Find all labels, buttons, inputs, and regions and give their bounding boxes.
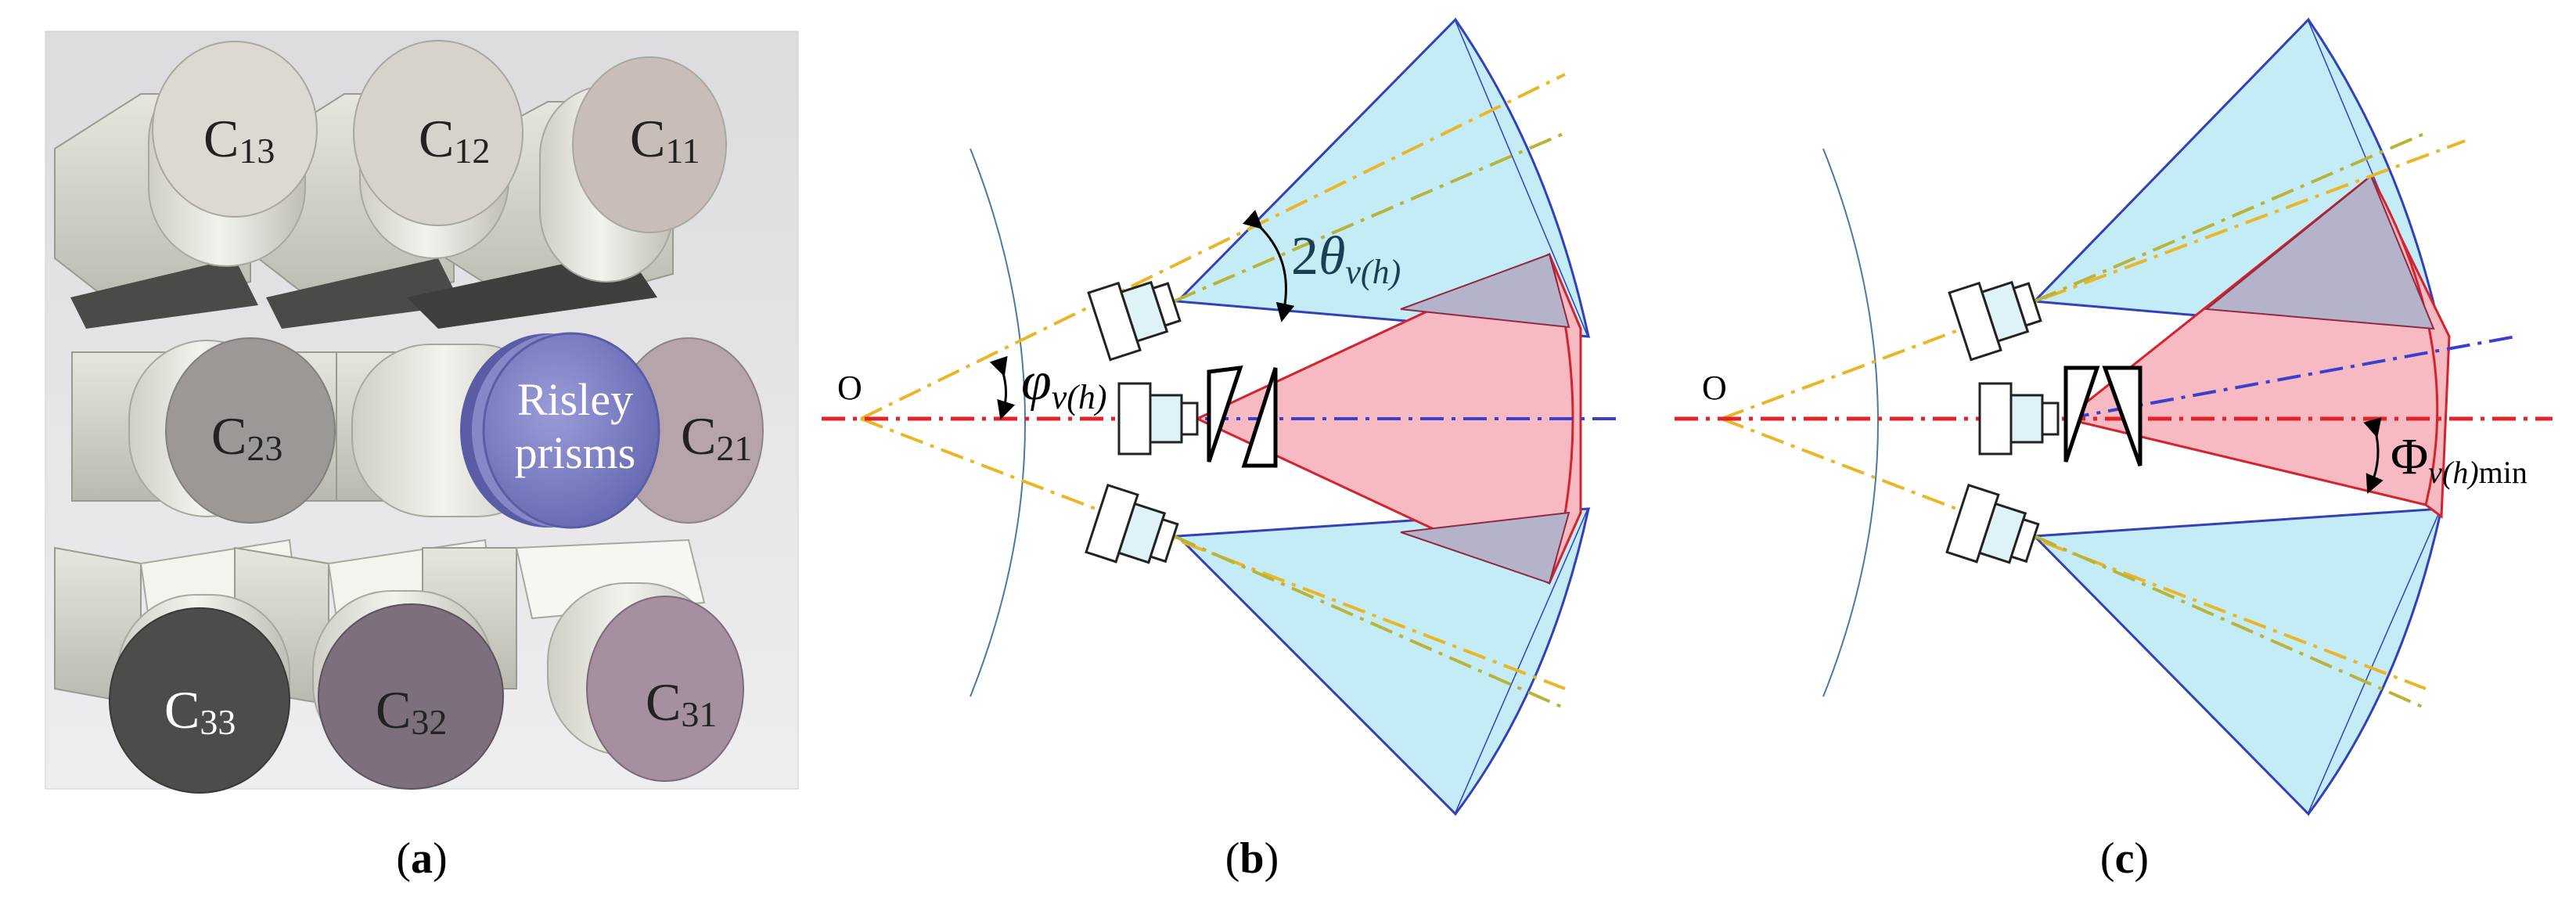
label-Phi-c: Φv(h)min [2391, 428, 2527, 490]
prism-1-c [2063, 365, 2100, 463]
camera-row-2 [71, 332, 764, 529]
panel-a: C13 C12 C11 C23 C21 C33 C32 C31 Risley p… [45, 31, 799, 883]
risley-prisms-label-line1: Risley [517, 374, 633, 425]
angle-arrow-theta-b [1243, 210, 1295, 322]
camera-c13-lens-face [152, 41, 318, 218]
label-theta-b: 2θv(h) [1291, 226, 1401, 291]
camera-label-c21: C21 [681, 406, 752, 468]
axis-yellow-lower-c [1721, 417, 2427, 690]
axis-yellow-lower-b [860, 417, 1566, 690]
camera-center-b [1117, 365, 1278, 468]
panel-c: O Φv(h)min (c) [1675, 17, 2553, 883]
camera-row-3 [54, 538, 744, 794]
camera-label-c13: C13 [203, 109, 275, 171]
caption-b: (b) [1225, 834, 1279, 883]
camera-lower-c [1945, 483, 2040, 564]
axis-yellow-upper-b [860, 73, 1566, 420]
camera-upper-c [1948, 280, 2042, 362]
caption-a: (a) [396, 834, 447, 883]
caption-c: (c) [2100, 834, 2149, 883]
camera-c33-lens-face [109, 607, 290, 794]
overlap-upper-b [1400, 253, 1570, 329]
camera-c32-lens-face [318, 603, 504, 790]
camera-label-c12: C12 [419, 109, 490, 171]
camera-c31-lens-face [586, 596, 744, 782]
camera-c23-lens-face [165, 337, 336, 524]
prism-2-c [2102, 365, 2142, 466]
camera-lower-b [1085, 483, 1179, 564]
arc-sphere-b [970, 148, 1026, 697]
origin-label-c: O [1702, 369, 1727, 407]
camera-label-c31: C31 [646, 672, 717, 734]
overlap-lower-b [1400, 511, 1570, 585]
axis-yellow-upper-c [1721, 139, 2466, 420]
risley-prisms-label-line2: prisms [515, 427, 636, 478]
prism-2-b [1241, 367, 1278, 468]
camera-c12-lens-face [353, 40, 523, 226]
risley-prisms [482, 332, 660, 529]
label-phi-b: φv(h) [1021, 351, 1107, 416]
axis-olive-upper-c [2034, 131, 2427, 303]
axis-olive-upper-b [1173, 131, 1566, 303]
camera-upper-b [1087, 280, 1182, 362]
camera-row-1 [54, 40, 727, 329]
overlap-upper-c [2204, 175, 2435, 330]
angle-arrow-Phi-c [2363, 417, 2384, 495]
origin-label-b: O [837, 369, 862, 407]
camera-label-c32: C32 [376, 680, 447, 742]
camera-label-c33: C33 [164, 680, 236, 742]
arc-sphere-c [1822, 148, 1879, 697]
camera-center-c [1978, 365, 2142, 466]
panel-b: O 2θv(h) φv(h) (b) [822, 17, 1616, 883]
axis-olive-lower-c [2034, 535, 2427, 710]
camera-c11-lens-face [572, 56, 727, 233]
axis-olive-lower-b [1173, 535, 1566, 710]
camera-label-c23: C23 [211, 406, 282, 468]
angle-arrow-phi-b [989, 355, 1016, 420]
prism-1-b [1207, 365, 1243, 463]
camera-label-c11: C11 [630, 109, 700, 171]
